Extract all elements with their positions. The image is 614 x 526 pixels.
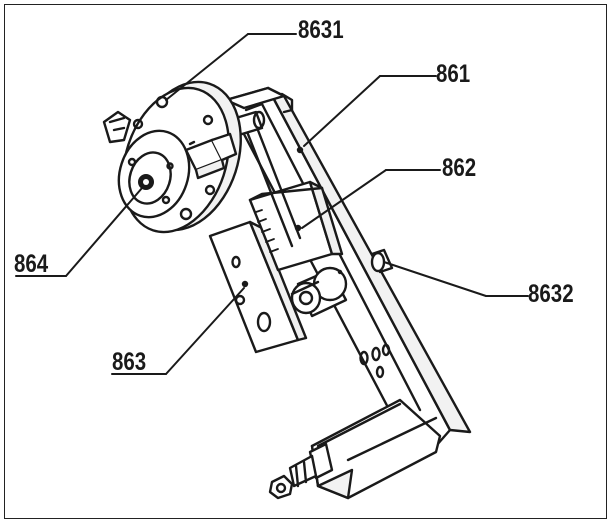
leader-8632 xyxy=(383,261,487,297)
label-862: 862 xyxy=(442,154,477,182)
label-8632: 8632 xyxy=(528,280,574,308)
leader-862 xyxy=(301,169,387,229)
arm-hole-dot xyxy=(296,146,304,154)
side-pin-8632 xyxy=(370,248,394,274)
plate-dot xyxy=(241,280,249,288)
label-861: 861 xyxy=(436,60,471,88)
label-8631: 8631 xyxy=(298,16,344,44)
label-864: 864 xyxy=(14,250,49,278)
figure-border xyxy=(4,4,607,519)
bracket-plate-863 xyxy=(208,220,308,354)
rotary-disc-8631 xyxy=(117,80,242,234)
clamp-jaw xyxy=(102,110,132,144)
leader-863 xyxy=(165,287,245,375)
long-arm-861 xyxy=(224,86,472,448)
leader-lines xyxy=(15,33,529,375)
roller-cylinder xyxy=(290,266,348,318)
leader-8631 xyxy=(165,33,249,101)
leader-861 xyxy=(303,75,381,147)
drive-motor xyxy=(268,398,442,500)
label-863: 863 xyxy=(112,348,147,376)
disc-clamp-block xyxy=(184,132,238,180)
leader-864 xyxy=(65,187,143,277)
